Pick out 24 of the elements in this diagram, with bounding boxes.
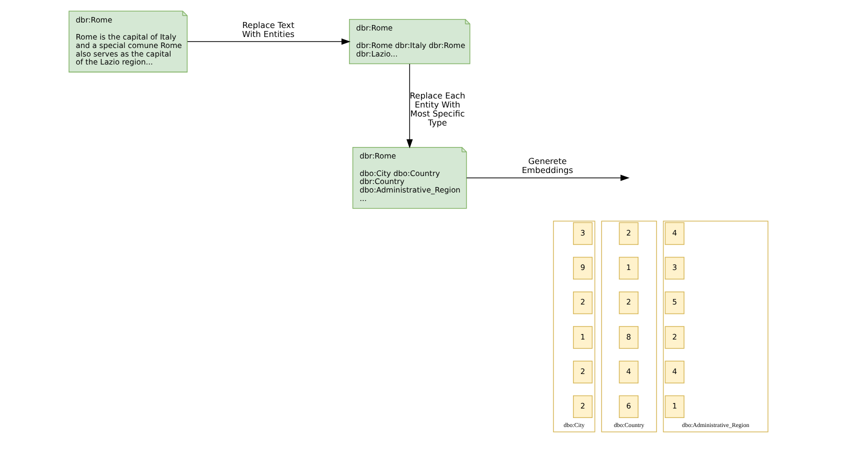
arrow — [406, 64, 412, 148]
node-box: 2 — [618, 292, 638, 314]
arrow — [186, 38, 350, 45]
edge-label: Replace Each Entity With Most Specific Type — [409, 90, 465, 128]
node-box: 2 — [572, 360, 592, 384]
node-box: 3 — [572, 222, 592, 245]
node-box: 4 — [618, 360, 638, 384]
node-box: 4 — [664, 360, 684, 384]
edge-label: Generete Embeddings — [521, 156, 573, 176]
node-box: 2 — [664, 326, 684, 349]
node-box: 2 — [572, 395, 592, 418]
node-box: 3 — [664, 256, 684, 280]
node-box: 2 — [572, 292, 592, 314]
node-box: 1 — [664, 395, 684, 418]
node-box: 4 — [664, 222, 684, 245]
node-box: 5 — [664, 292, 684, 314]
node-box: 6 — [618, 395, 638, 418]
edge-label: Replace Text With Entities — [242, 20, 294, 39]
arrow — [466, 174, 630, 181]
node-box: 1 — [572, 326, 592, 349]
node-box: 9 — [572, 256, 592, 280]
node-box: 1 — [618, 256, 638, 280]
node-box: 8 — [618, 326, 638, 349]
node-box: 2 — [618, 222, 638, 245]
